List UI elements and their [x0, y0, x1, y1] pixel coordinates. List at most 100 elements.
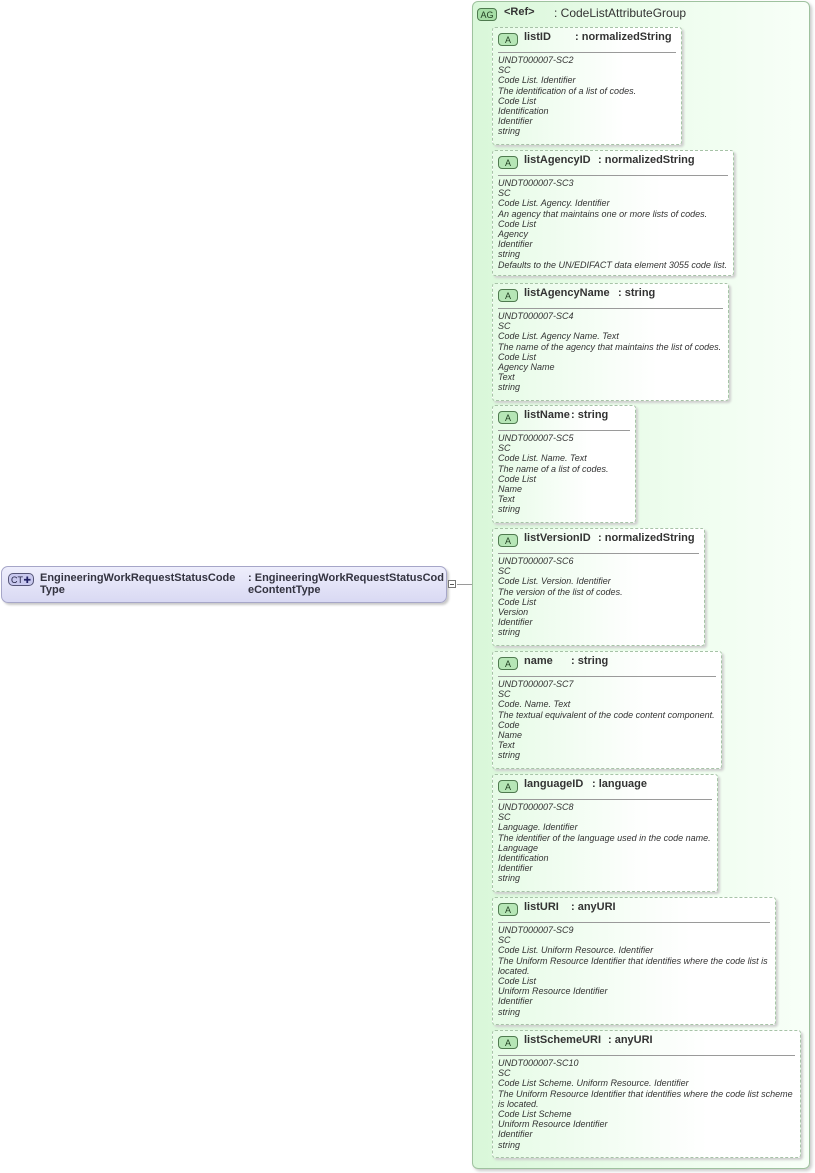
complex-type-type: : EngineeringWorkRequestStatusCodeConten… [248, 572, 444, 596]
attribute-group-icon: AG [477, 8, 497, 21]
documentation-line: Code [498, 719, 520, 730]
attribute-name: listURI [524, 901, 559, 913]
documentation-line: Identifier [498, 996, 533, 1007]
documentation-line: SC [498, 566, 511, 577]
attribute-type: : anyURI [571, 901, 616, 913]
documentation-line: Text [498, 740, 515, 751]
documentation-line: Identifier [498, 617, 533, 628]
attribute-separator [498, 430, 630, 431]
attribute-icon: A [498, 156, 518, 169]
attribute-type: : string [571, 409, 609, 421]
attribute-icon: A [498, 289, 518, 302]
documentation-line: string [498, 1139, 521, 1150]
attribute-group-type: : CodeListAttributeGroup [554, 6, 687, 20]
documentation-line: Code List. Agency. Identifier [498, 198, 610, 209]
complex-type-name: EngineeringWorkRequestStatusCodeType [40, 572, 236, 596]
documentation-line: Identifier [498, 116, 533, 127]
complex-type-icon: CT✚ [8, 573, 34, 586]
documentation-line: SC [498, 321, 511, 332]
documentation-line: Code. Name. Text [498, 699, 571, 710]
documentation-line: Uniform Resource Identifier [498, 1119, 608, 1130]
documentation-line: string [498, 873, 521, 884]
documentation-line: Name [498, 730, 523, 741]
attribute-icon: A [498, 1036, 518, 1049]
attribute-separator [498, 52, 676, 53]
attribute-group-ref: <Ref> [504, 6, 535, 18]
attribute-name: listAgencyID [524, 154, 591, 166]
documentation-line: UNDT000007-SC6 [498, 556, 574, 566]
documentation-line: Text [498, 372, 515, 383]
documentation-line: Code List Scheme [498, 1109, 572, 1120]
documentation-line: UNDT000007-SC7 [498, 679, 574, 689]
attribute-name: name [524, 655, 553, 667]
documentation-line: SC [498, 812, 511, 823]
documentation-line: The Uniform Resource Identifier that ide… [498, 955, 768, 976]
documentation-line: The textual equivalent of the code conte… [498, 709, 715, 720]
documentation-line: The name of a list of codes. [498, 463, 609, 474]
documentation-line: SC [498, 1068, 511, 1079]
documentation-line: Code List. Identifier [498, 75, 576, 86]
attribute-type: : anyURI [608, 1034, 653, 1046]
attribute-type: : string [571, 655, 609, 667]
documentation-line: The Uniform Resource Identifier that ide… [498, 1088, 793, 1109]
documentation-line: Agency [498, 229, 529, 240]
documentation-line: Uniform Resource Identifier [498, 986, 608, 997]
documentation-line: Agency Name [498, 362, 555, 373]
documentation-line: SC [498, 935, 511, 946]
documentation-line: The identifier of the language used in t… [498, 832, 711, 843]
documentation-line: SC [498, 443, 511, 454]
documentation-line: Language. Identifier [498, 822, 578, 833]
documentation-line: SC [498, 188, 511, 199]
attribute-icon: A [498, 411, 518, 424]
attribute-separator [498, 553, 699, 554]
documentation-line: Identifier [498, 863, 533, 874]
attribute-name: listName [524, 409, 570, 421]
attribute-icon: A [498, 780, 518, 793]
attribute-name: listVersionID [524, 532, 591, 544]
documentation-line: The name of the agency that maintains th… [498, 341, 722, 352]
documentation-line: UNDT000007-SC2 [498, 55, 574, 65]
complex-type-node[interactable]: CT✚ EngineeringWorkRequestStatusCodeType… [1, 566, 447, 603]
attribute-icon: A [498, 903, 518, 916]
documentation-line: Code List. Uniform Resource. Identifier [498, 945, 654, 956]
attribute-separator [498, 922, 770, 923]
documentation-line: Code List [498, 976, 537, 987]
documentation-line: string [498, 382, 521, 393]
attribute-icon: A [498, 33, 518, 46]
documentation-line: UNDT000007-SC4 [498, 311, 574, 321]
documentation-line: Code List Scheme. Uniform Resource. Iden… [498, 1078, 689, 1089]
attribute-separator [498, 308, 723, 309]
documentation-line: Code List. Version. Identifier [498, 576, 611, 587]
documentation-line: An agency that maintains one or more lis… [498, 208, 708, 219]
documentation-line: Defaults to the UN/EDIFACT data element … [498, 259, 727, 270]
documentation-line: string [498, 249, 521, 260]
documentation-line: UNDT000007-SC8 [498, 802, 574, 812]
collapse-toggle[interactable] [448, 580, 456, 588]
documentation-line: string [498, 1006, 521, 1017]
documentation-line: UNDT000007-SC3 [498, 178, 574, 188]
documentation-line: Code List [498, 596, 537, 607]
documentation-line: UNDT000007-SC5 [498, 433, 574, 443]
attribute-type: : normalizedString [575, 31, 672, 43]
documentation-line: UNDT000007-SC9 [498, 925, 574, 935]
attribute-name: listID [524, 31, 551, 43]
attribute-name: listAgencyName [524, 287, 610, 299]
documentation-line: Code List [498, 95, 537, 106]
attribute-separator [498, 1055, 795, 1056]
